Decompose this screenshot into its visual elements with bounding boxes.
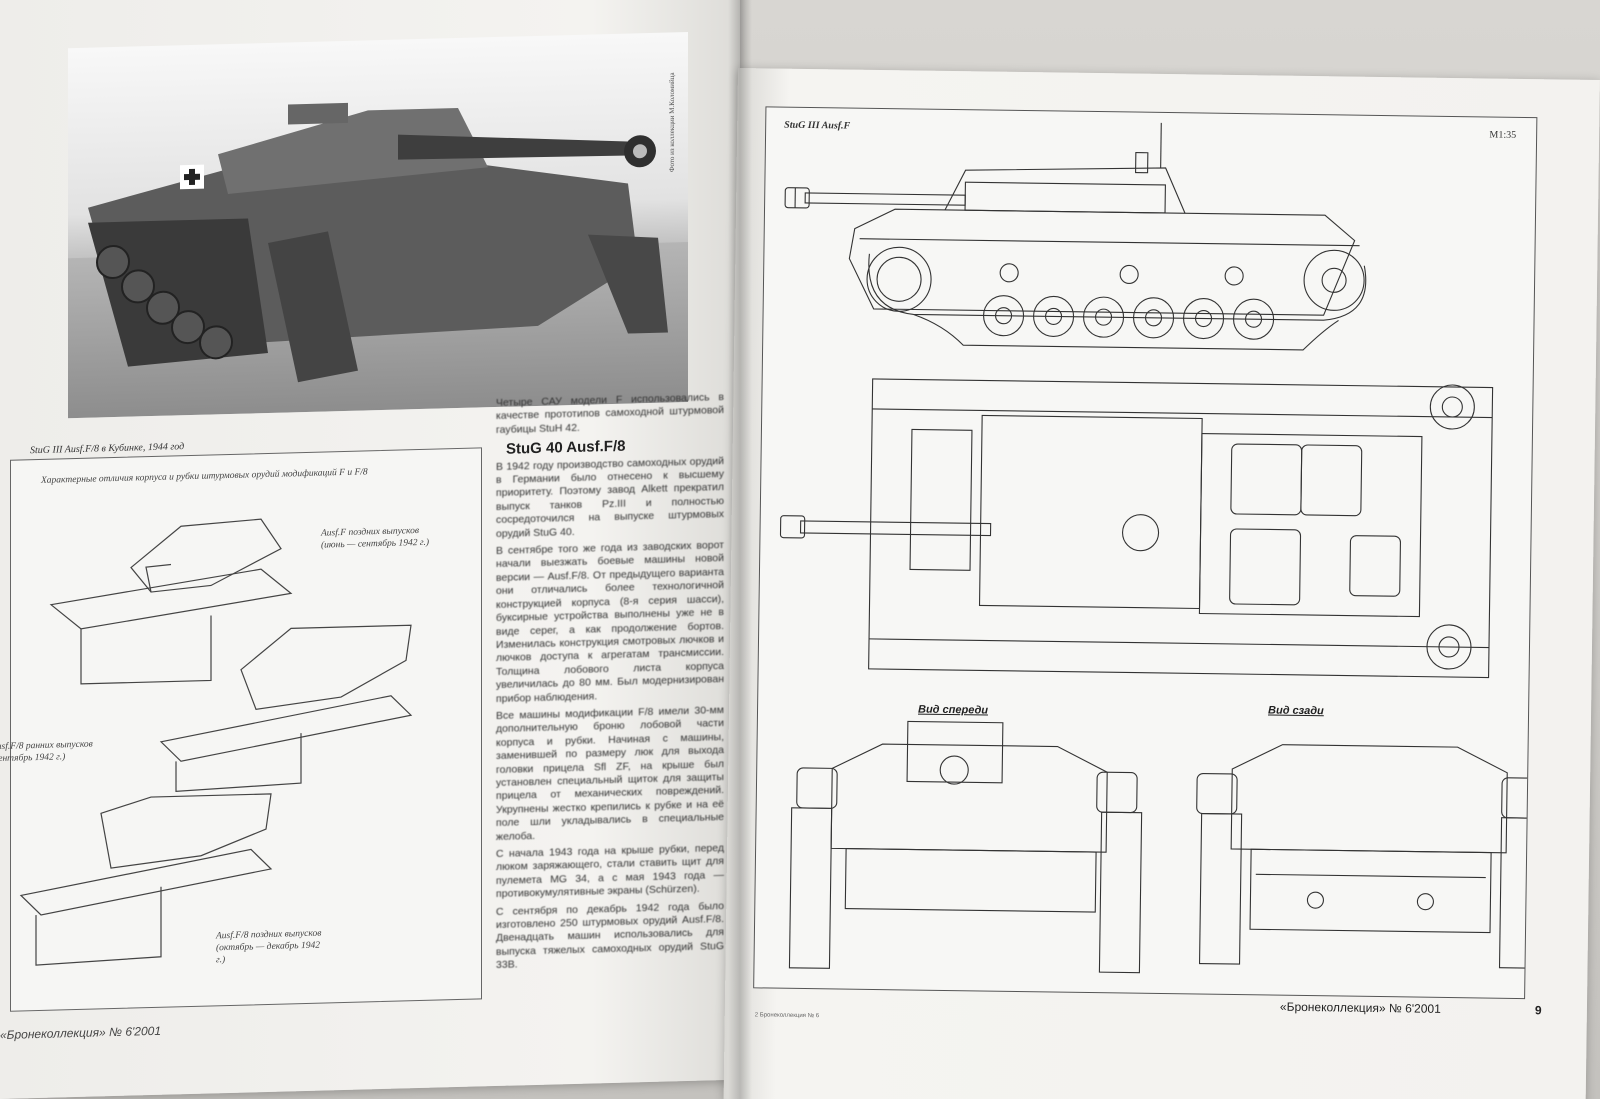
blueprint-scale: М1:35 (1489, 129, 1517, 141)
side-view (784, 122, 1367, 351)
stug-blueprint-drawings (779, 122, 1537, 974)
book-gutter-shadow (728, 0, 752, 1099)
right-footer: «Бронеколлекция» № 6'2001 (1279, 999, 1441, 1016)
section-heading: StuG 40 Ausf.F/8 (506, 437, 626, 458)
column-intro: Четыре САУ модели F использовались в кач… (496, 391, 724, 436)
tank-photo (68, 31, 688, 419)
photo-credit: Фото из коллекции М.Коломийца (668, 72, 676, 173)
paragraph: С начала 1943 года на крыше рубки, перед… (496, 842, 724, 901)
article-column: Четыре САУ модели F использовались в кач… (496, 391, 724, 977)
hull-variants-diagram: Характерные отличия корпуса и рубки штур… (0, 447, 482, 1012)
rear-view-label: Вид сзади (1267, 704, 1324, 718)
left-footer: «Бронеколлекция» № 6'2001 (0, 1023, 162, 1042)
rear-view (1196, 744, 1537, 969)
variant-label-2: Ausf.F/8 ранних выпусков (сентябрь 1942 … (0, 739, 93, 765)
left-page: Фото из коллекции М.Коломийца StuG III A… (0, 0, 740, 1099)
front-view (788, 720, 1143, 974)
paragraph: С сентября по декабрь 1942 года было изг… (496, 899, 724, 972)
paragraph: Все машины модификации F/8 имели 30-мм д… (496, 703, 724, 843)
blueprint-frame: StuG III Ausf.F М1:35 (753, 106, 1538, 1000)
right-page: StuG III Ausf.F М1:35 (723, 68, 1600, 1099)
top-view (779, 378, 1494, 679)
paragraph: В сентябре того же года из заводских вор… (496, 539, 724, 705)
stug-photo-illustration (68, 102, 688, 419)
blueprint-title: StuG III Ausf.F (784, 119, 851, 132)
variant-label-1: Ausf.F поздних выпусков (июнь — сентябрь… (321, 526, 429, 551)
hull-variant-drawings (19, 518, 413, 966)
page-number: 9 (1534, 1003, 1542, 1018)
photo-caption: StuG III Ausf.F/8 в Кубинке, 1944 год (30, 441, 185, 457)
paragraph: В 1942 году производство самоходных оруд… (496, 454, 724, 540)
small-footer: 2 Бронеколлекция № 6 (754, 1012, 820, 1020)
variant-label-3: Ausf.F/8 поздних выпусков (октябрь — дек… (216, 928, 322, 966)
front-view-label: Вид спереди (917, 703, 989, 717)
